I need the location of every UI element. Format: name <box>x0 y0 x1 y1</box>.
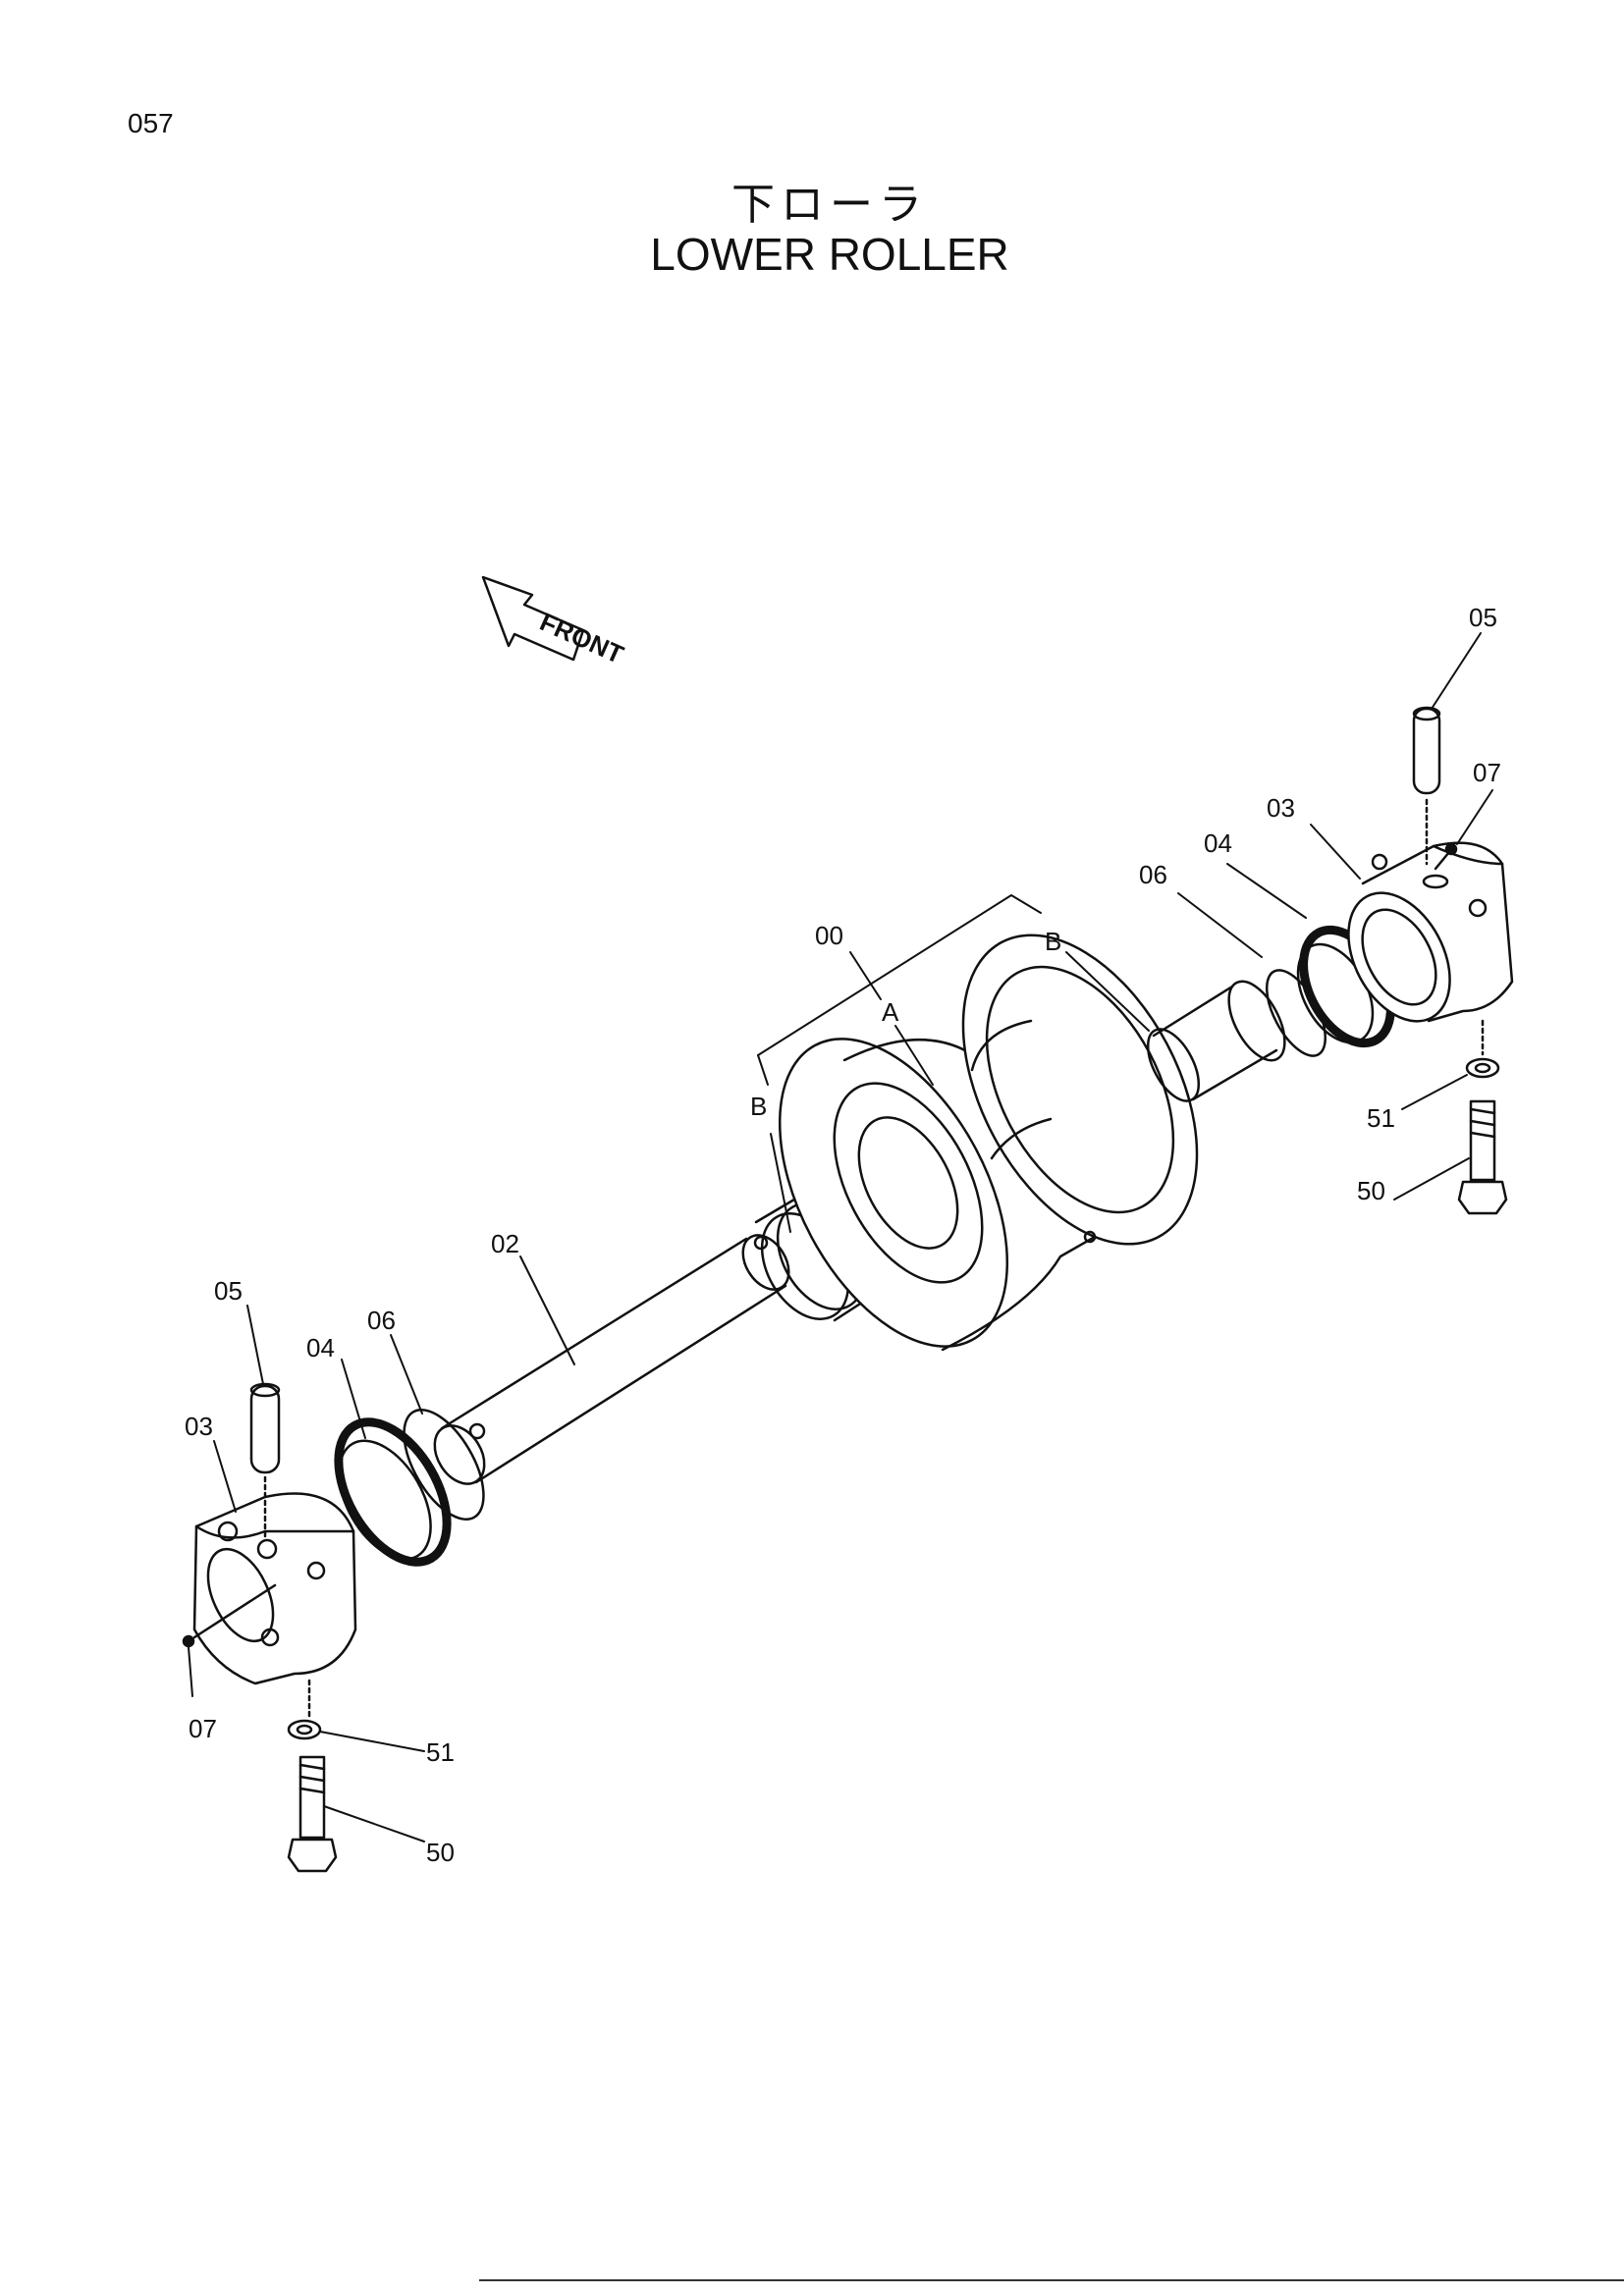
callout-00: 00 <box>815 921 843 950</box>
callout-05-left: 05 <box>214 1276 243 1306</box>
callout-labels: 00 A B B 02 05 07 03 04 06 51 50 05 04 0… <box>185 603 1501 1867</box>
left-washer <box>287 1679 322 1740</box>
callout-07-left: 07 <box>189 1714 217 1743</box>
right-collar <box>1347 841 1514 1023</box>
callout-51-left: 51 <box>426 1737 455 1767</box>
left-set-screw <box>182 1583 277 1648</box>
roller-body <box>778 934 1199 1352</box>
callout-03-left: 03 <box>185 1412 213 1441</box>
callout-51-right: 51 <box>1367 1103 1395 1133</box>
page-title-japanese: 下ローラ <box>731 180 928 230</box>
callout-06-right: 06 <box>1139 860 1167 889</box>
callout-06-left: 06 <box>367 1306 396 1335</box>
callout-04-right: 04 <box>1204 828 1232 858</box>
callout-b-left: B <box>750 1092 767 1121</box>
right-pin <box>1412 706 1441 866</box>
roller-shaft <box>433 1234 790 1485</box>
callout-07-right: 07 <box>1473 758 1501 787</box>
front-arrow-label: FRONT <box>536 607 628 669</box>
front-arrow: FRONT <box>481 575 628 669</box>
page-title: LOWER ROLLER <box>650 229 1009 280</box>
callout-04-left: 04 <box>306 1333 335 1362</box>
right-shaft-stub <box>1146 980 1286 1102</box>
left-bolt <box>287 1755 338 1873</box>
callout-a: A <box>882 997 899 1027</box>
left-floating-seal <box>334 1417 452 1567</box>
callout-b-right: B <box>1045 927 1061 956</box>
right-set-screw <box>1434 842 1458 871</box>
page-number: 057 <box>128 108 174 138</box>
right-washer <box>1465 1019 1500 1079</box>
callout-50-left: 50 <box>426 1838 455 1867</box>
left-collar-block <box>192 1492 357 1685</box>
right-o-ring <box>1265 969 1327 1057</box>
right-bolt <box>1457 1099 1508 1215</box>
leader-lines <box>188 632 1493 1842</box>
callout-05-right: 05 <box>1469 603 1497 632</box>
callout-02: 02 <box>491 1229 519 1258</box>
callout-50-right: 50 <box>1357 1176 1385 1205</box>
left-o-ring <box>403 1409 485 1521</box>
callout-03-right: 03 <box>1267 793 1295 823</box>
left-pin <box>249 1382 281 1538</box>
bottom-rule <box>479 2279 1624 2281</box>
assembly-bracket <box>757 894 1042 1086</box>
